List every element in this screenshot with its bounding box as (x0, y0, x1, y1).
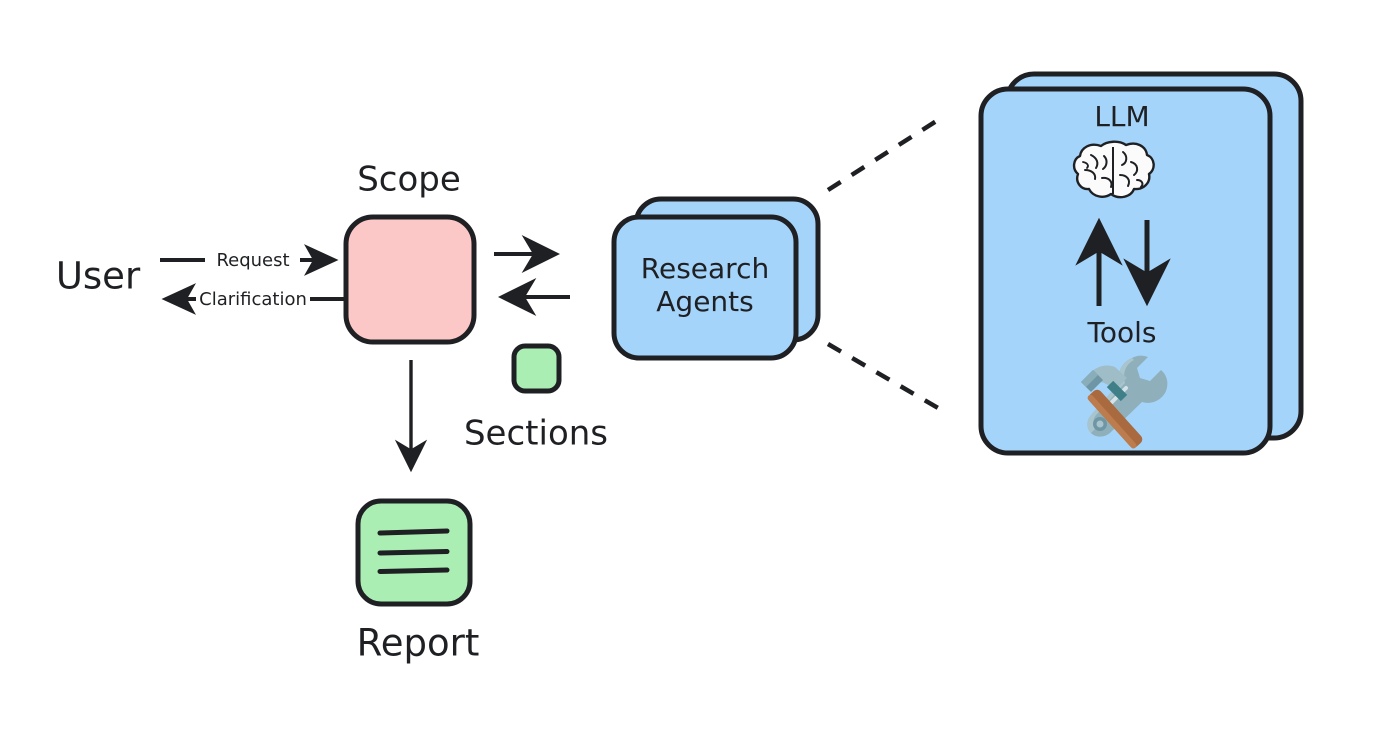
node-label-sections: Sections (464, 414, 608, 454)
node-llm-card[interactable]: LLM Tools (978, 71, 1304, 456)
edge-scope-to-user: Clarification (161, 283, 344, 315)
node-label-user: User (56, 255, 141, 298)
node-report[interactable] (355, 498, 473, 607)
document-lines-icon (377, 528, 450, 574)
edge-user-to-scope: Request (160, 244, 339, 276)
node-label-tools: Tools (1087, 316, 1157, 349)
node-label-scope: Scope (357, 160, 461, 200)
node-label-research-agents-line1: Research (641, 252, 769, 285)
node-sections-box[interactable] (511, 343, 562, 394)
node-label-llm: LLM (1094, 100, 1149, 133)
node-label-report: Report (357, 622, 480, 665)
research-agents-card-front[interactable] (611, 214, 799, 361)
edge-label-clarification: Clarification (199, 289, 307, 310)
hammer-and-wrench-icon (1081, 355, 1168, 449)
node-scope-box[interactable] (343, 214, 477, 345)
edge-agents-to-llm-card-bottom (826, 342, 940, 410)
node-label-research-agents-line2: Agents (656, 285, 753, 318)
brain-icon (1072, 140, 1155, 199)
edge-agents-to-llm-card-top (826, 118, 940, 192)
edge-label-request: Request (216, 250, 289, 271)
node-research-agents[interactable]: Research Agents (611, 196, 821, 361)
